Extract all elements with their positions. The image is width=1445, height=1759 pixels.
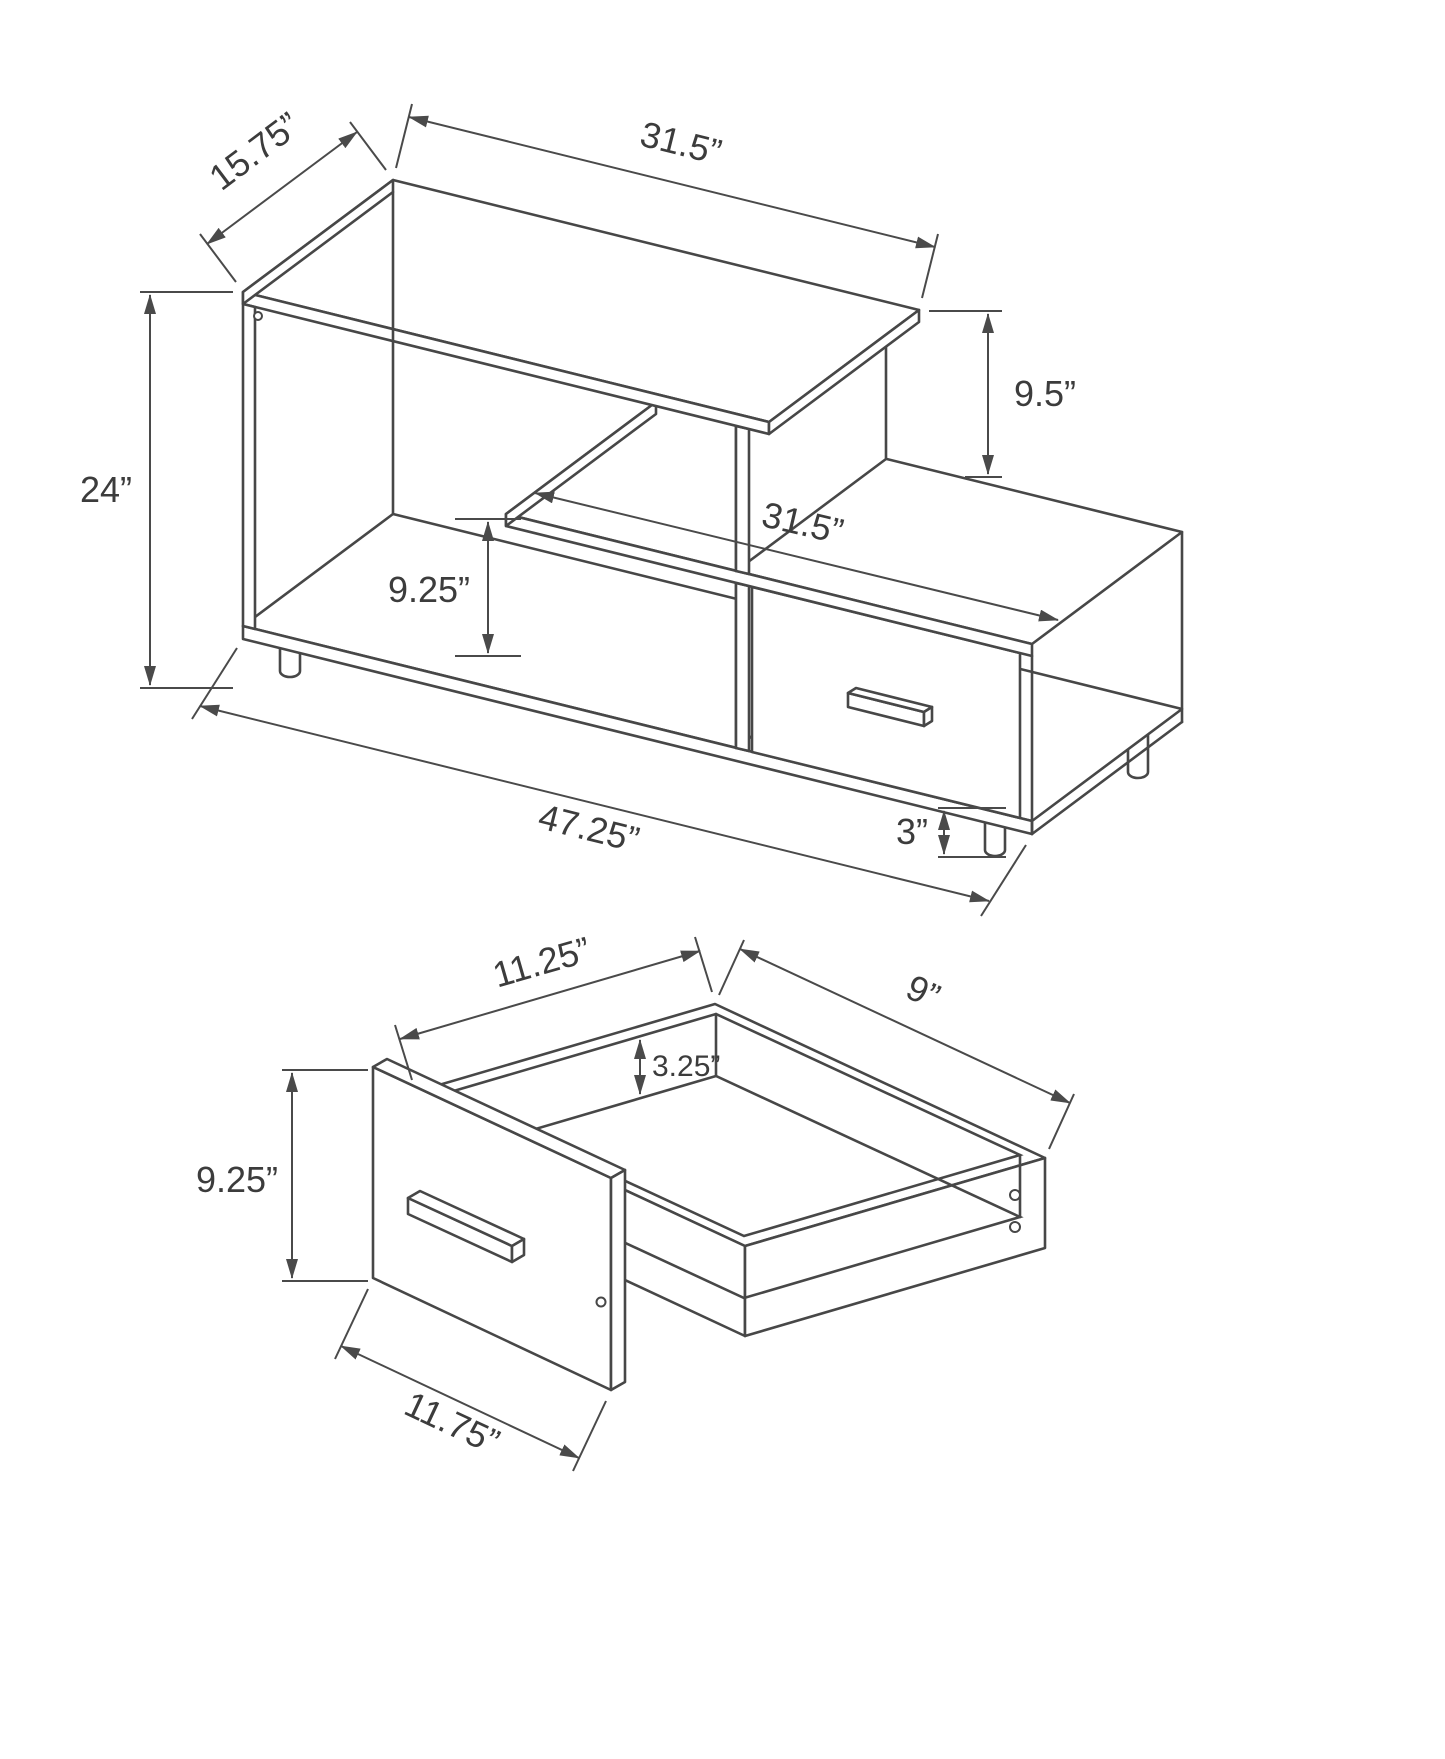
dim-label-drawer-front-height: 9.25” [196,1159,278,1200]
dim-label-stand-depth: 15.75” [201,104,307,198]
dim-label-stand-upper-opening: 9.5” [1014,373,1076,414]
drawer-front-panel [371,1057,627,1392]
screw-hole [1009,1221,1021,1233]
stand-left-panel [241,190,395,631]
dim-label-stand-leg-height: 3” [896,811,928,852]
dim-label-stand-overall-width: 47.25” [535,796,644,860]
dim-label-stand-top-width: 31.5” [636,113,726,173]
dim-label-stand-lower-opening: 9.25” [388,569,470,610]
dim-label-drawer-top-right-edge: 9” [900,966,946,1017]
screw-hole [1009,1189,1021,1201]
drawer-figure: 9.25” 11.25” 9” 3.25” 11.75” [196,929,1075,1472]
dim-label-stand-height: 24” [80,469,132,510]
cam-lock-hole [253,311,263,321]
stand-right-panel [1030,530,1184,836]
dimension-stand-height: 24” [80,291,233,689]
dim-label-drawer-front-width: 11.75” [399,1383,506,1462]
dim-label-drawer-inner-height: 3.25” [652,1050,720,1083]
dimension-stand-leg-height: 3” [896,807,1006,858]
stand-figure: 15.75” 31.5” 24” 9.5” 9.25” [80,103,1184,917]
dim-label-drawer-top-left-edge: 11.25” [488,929,595,996]
screw-hole [595,1296,607,1308]
drawer-handle [406,1189,526,1264]
dimension-drawer-inner-height: 3.25” [634,1039,720,1095]
dimension-stand-upper-opening: 9.5” [929,310,1076,478]
dimension-stand-lower-opening: 9.25” [388,518,521,657]
dimension-drawer-front-height: 9.25” [196,1069,368,1282]
